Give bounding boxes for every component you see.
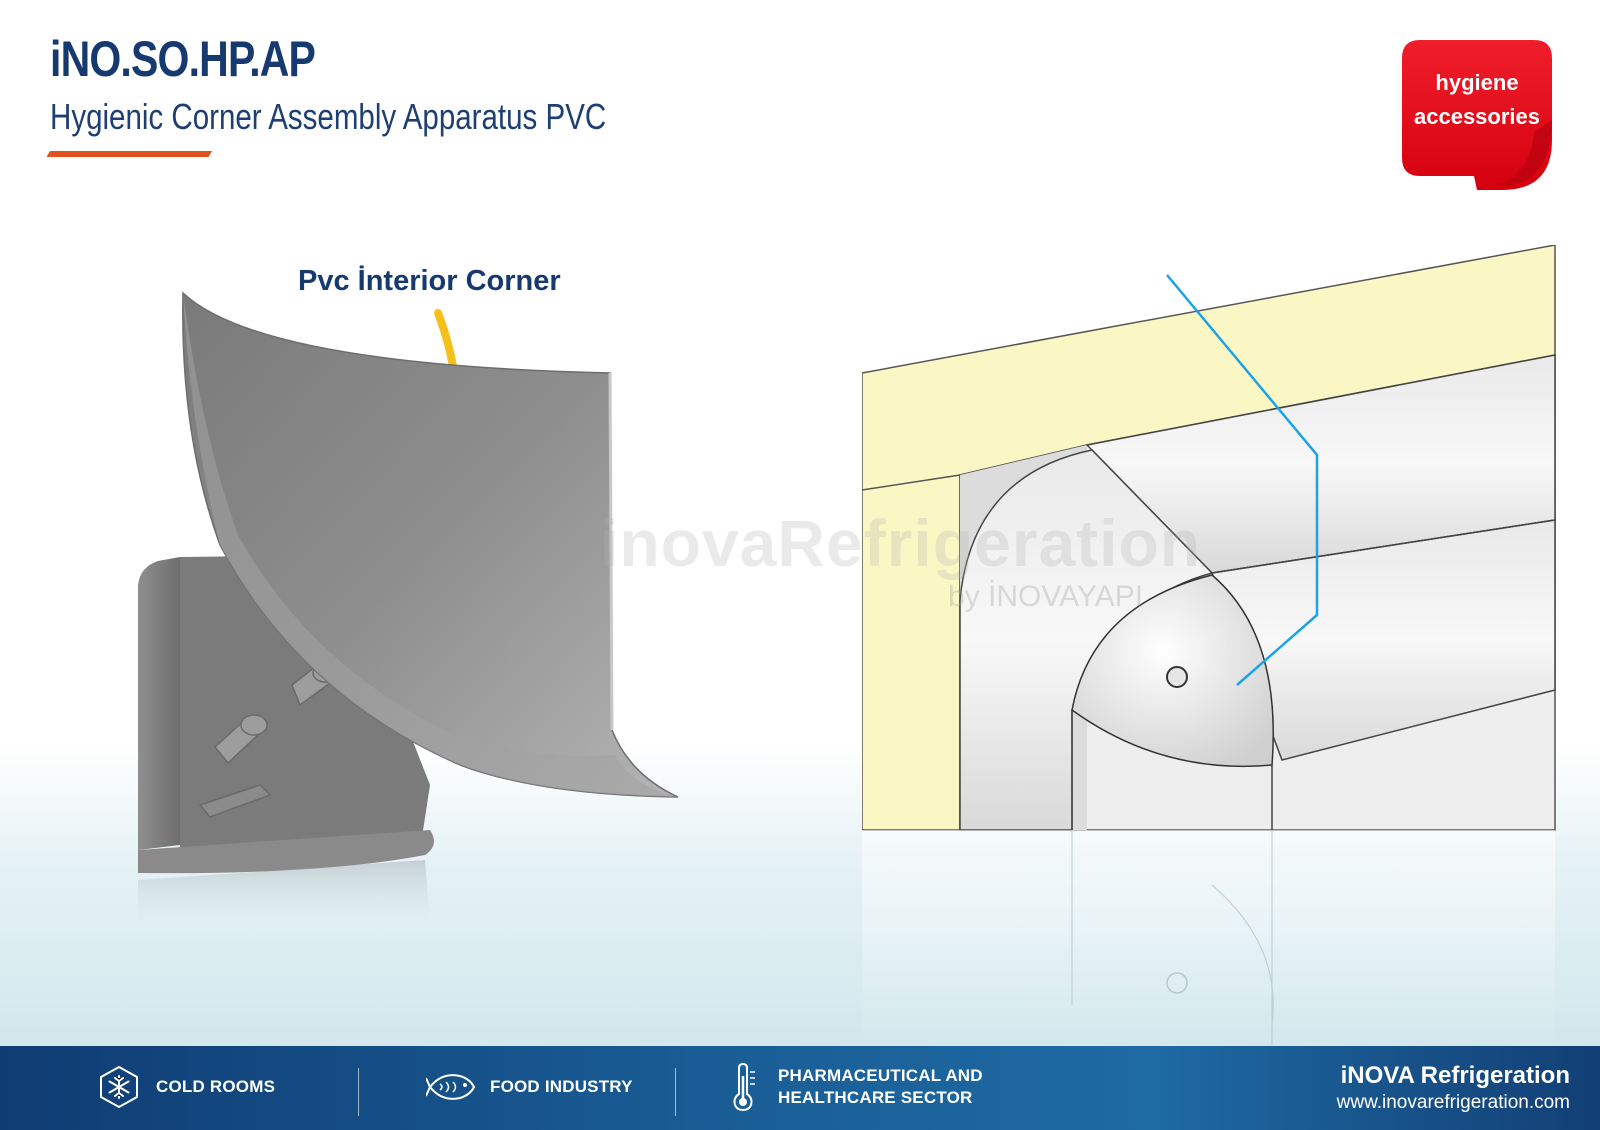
footer-item-pharma: PHARMACEUTICAL AND HEALTHCARE SECTOR bbox=[730, 1062, 983, 1112]
watermark-subtext: by İNOVAYAPI bbox=[948, 580, 1144, 613]
title-underline bbox=[46, 151, 212, 157]
installed-corner-diagram bbox=[862, 245, 1556, 1045]
pvc-corner-illustration bbox=[138, 291, 679, 925]
footer-item-label-line-2: HEALTHCARE SECTOR bbox=[778, 1088, 973, 1107]
badge-shape-icon bbox=[1402, 40, 1552, 190]
badge-line-1: hygiene bbox=[1435, 70, 1519, 95]
product-code: iNO.SO.HP.AP bbox=[50, 31, 316, 87]
snowflake-icon bbox=[100, 1065, 138, 1109]
fish-icon bbox=[426, 1074, 476, 1100]
badge-line-2: accessories bbox=[1414, 104, 1540, 129]
footer-item-food-industry: FOOD INDUSTRY bbox=[426, 1068, 633, 1106]
footer-item-cold-rooms: COLD ROOMS bbox=[96, 1064, 275, 1110]
watermark-text: inovaRefrigeration bbox=[600, 506, 1202, 580]
footer-divider bbox=[358, 1068, 359, 1116]
brand-block: iNOVA Refrigeration www.inovarefrigerati… bbox=[1337, 1062, 1570, 1116]
footer-bar: COLD ROOMS FOOD INDUSTRY PHARMACEUTICAL … bbox=[0, 1046, 1600, 1130]
thermometer-icon bbox=[733, 1062, 755, 1112]
footer-item-label: FOOD INDUSTRY bbox=[490, 1077, 633, 1096]
product-title: Hygienic Corner Assembly Apparatus PVC bbox=[50, 96, 607, 137]
footer-divider bbox=[675, 1068, 676, 1116]
footer-item-label-line-1: PHARMACEUTICAL AND bbox=[778, 1066, 983, 1085]
hygiene-accessories-badge: hygiene accessories bbox=[1402, 40, 1552, 190]
badge-text: hygiene accessories bbox=[1402, 66, 1552, 134]
brand-name: iNOVA Refrigeration bbox=[1340, 1062, 1570, 1089]
product-label: Pvc İnterior Corner bbox=[298, 265, 561, 297]
brand-url[interactable]: www.inovarefrigeration.com bbox=[1336, 1092, 1570, 1113]
footer-item-label-group: PHARMACEUTICAL AND HEALTHCARE SECTOR bbox=[778, 1065, 983, 1109]
footer-item-label: COLD ROOMS bbox=[156, 1077, 276, 1096]
